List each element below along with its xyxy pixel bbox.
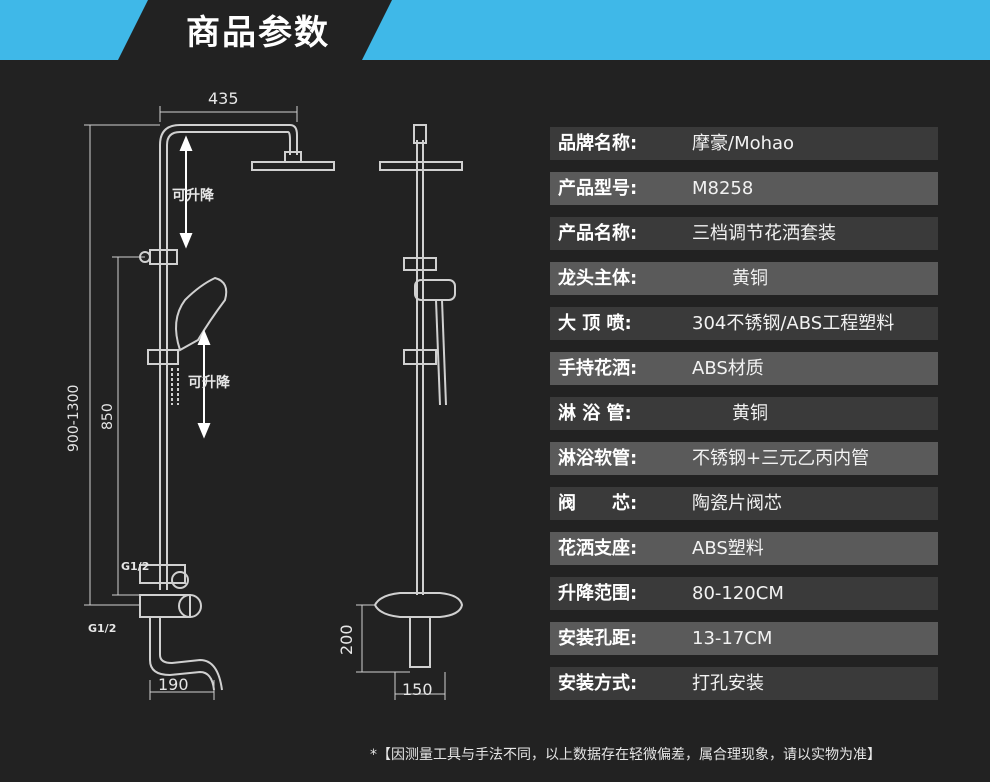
adjust-label-top: 可升降 bbox=[172, 187, 215, 204]
page-title: 商品参数 bbox=[186, 13, 330, 53]
spec-label: 安装方式: bbox=[558, 673, 638, 694]
spec-value: 黄铜 bbox=[732, 268, 768, 289]
spec-label: 大 顶 喷: bbox=[558, 313, 632, 334]
spec-row-pipe: 淋 浴 管: 黄铜 bbox=[550, 397, 938, 430]
thread-label-1: G1/2 bbox=[121, 560, 149, 573]
spec-row-hose: 淋浴软管: 不锈钢+三元乙丙内管 bbox=[550, 442, 938, 475]
spec-value: 摩豪/Mohao bbox=[692, 133, 795, 154]
spec-value: 黄铜 bbox=[732, 403, 768, 424]
spec-value: 304不锈钢/ABS工程塑料 bbox=[692, 313, 895, 334]
header-background bbox=[0, 0, 990, 60]
spec-row-body: 龙头主体: 黄铜 bbox=[550, 262, 938, 295]
spec-row-holder: 花洒支座: ABS塑料 bbox=[550, 532, 938, 565]
dim-spout-label: 190 bbox=[158, 675, 189, 694]
spec-label: 产品型号: bbox=[558, 178, 638, 199]
spec-row-brand: 品牌名称: 摩豪/Mohao bbox=[550, 127, 938, 160]
spec-value: 陶瓷片阀芯 bbox=[692, 493, 782, 514]
spec-value: 打孔安装 bbox=[692, 673, 764, 694]
spec-label: 龙头主体: bbox=[558, 268, 638, 289]
spec-value: ABS材质 bbox=[692, 358, 764, 379]
spec-label: 升降范围: bbox=[558, 583, 638, 604]
spec-label: 产品名称: bbox=[558, 223, 638, 244]
spec-row-hand-shower: 手持花洒: ABS材质 bbox=[550, 352, 938, 385]
spec-row-product-name: 产品名称: 三档调节花洒套装 bbox=[550, 217, 938, 250]
spec-label: 品牌名称: bbox=[558, 133, 638, 154]
spec-row-model: 产品型号: M8258 bbox=[550, 172, 938, 205]
spec-value: 不锈钢+三元乙丙内管 bbox=[692, 448, 870, 469]
dim-height-label: 850 bbox=[100, 403, 116, 430]
header-banner: 商品参数 bbox=[0, 0, 990, 60]
spec-value: ABS塑料 bbox=[692, 538, 764, 559]
spec-row-range: 升降范围: 80-120CM bbox=[550, 577, 938, 610]
spec-table: 品牌名称: 摩豪/Mohao 产品型号: M8258 产品名称: 三档调节花洒套… bbox=[550, 127, 938, 712]
spec-label: 花洒支座: bbox=[558, 538, 638, 559]
dim-top-label: 435 bbox=[208, 89, 239, 108]
disclaimer-note: *【因测量工具与手法不同，以上数据存在轻微偏差，属合理现象，请以实物为准】 bbox=[370, 747, 881, 763]
spec-row-valve-core: 阀 芯: 陶瓷片阀芯 bbox=[550, 487, 938, 520]
thread-label-2: G1/2 bbox=[88, 622, 116, 635]
shower-diagram: 435 900-1300 850 可升降 可升降 G1/2 G1/2 190 2… bbox=[0, 60, 545, 750]
spec-value: 13-17CM bbox=[692, 628, 773, 649]
spec-value: 80-120CM bbox=[692, 583, 784, 604]
dim-side-height-label: 200 bbox=[337, 624, 356, 655]
spec-row-top-spray: 大 顶 喷: 304不锈钢/ABS工程塑料 bbox=[550, 307, 938, 340]
spec-label: 安装孔距: bbox=[558, 628, 638, 649]
spec-row-install: 安装方式: 打孔安装 bbox=[550, 667, 938, 700]
spec-value: M8258 bbox=[692, 178, 754, 199]
adjust-label-hand: 可升降 bbox=[188, 374, 231, 391]
spec-label: 淋 浴 管: bbox=[558, 403, 632, 424]
spec-value: 三档调节花洒套装 bbox=[692, 223, 836, 244]
dim-side-width-label: 150 bbox=[402, 680, 433, 699]
spec-row-hole-distance: 安装孔距: 13-17CM bbox=[550, 622, 938, 655]
shower-drawing: 435 900-1300 850 可升降 可升降 G1/2 G1/2 190 2… bbox=[66, 89, 464, 700]
dim-total-label: 900-1300 bbox=[66, 385, 82, 452]
spec-label: 手持花洒: bbox=[558, 358, 638, 379]
spec-label: 阀 芯: bbox=[558, 493, 638, 514]
spec-label: 淋浴软管: bbox=[558, 448, 638, 469]
